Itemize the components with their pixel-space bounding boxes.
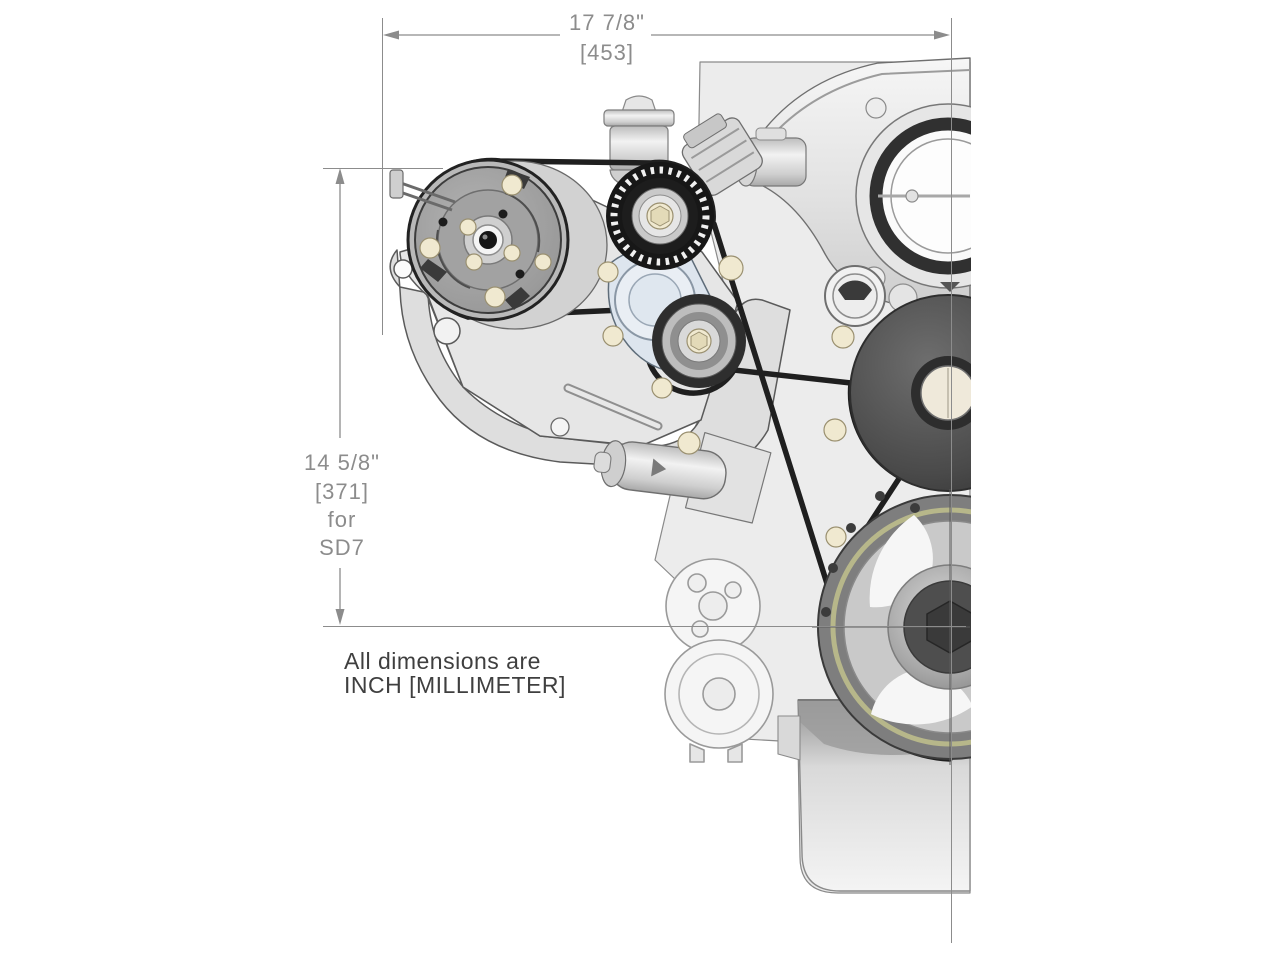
arrow-left <box>383 30 399 40</box>
arrow-down <box>335 609 345 625</box>
smooth-idler-pulley <box>652 294 746 388</box>
oil-pump-lineart <box>664 558 774 763</box>
width-dim-inch: 17 7/8" <box>569 10 645 35</box>
drawing-note: All dimensions are INCH [MILLIMETER] <box>344 648 566 698</box>
ac-compressor-clutch <box>406 158 608 330</box>
bracket-hole <box>433 317 461 345</box>
water-outlet <box>593 431 772 524</box>
compressor-fittings <box>389 169 456 212</box>
bracket-hole <box>550 417 570 437</box>
arrow-up <box>335 168 345 184</box>
sensor-assembly <box>681 113 763 196</box>
water-pump-inlet <box>824 265 918 327</box>
width-dim-mm: [453] <box>580 40 634 65</box>
clutch-bolts <box>419 174 552 308</box>
balancer-holes <box>821 491 920 617</box>
water-pump-pulley <box>849 294 971 492</box>
height-dim-model: SD7 <box>319 535 365 560</box>
dimension-arrows <box>335 30 950 625</box>
height-dim-inch: 14 5/8" <box>304 450 380 475</box>
dipstick-tube <box>563 383 663 431</box>
height-dim-for: for <box>328 507 357 532</box>
dimension-annotations <box>323 18 966 943</box>
height-dim-mm: [371] <box>315 479 369 504</box>
arrow-right <box>934 30 950 40</box>
note-line-2: INCH [MILLIMETER] <box>344 672 566 698</box>
dimension-labels: 17 7/8" [453] 14 5/8" [371] for SD7 <box>304 10 645 560</box>
note-line-1: All dimensions are <box>344 648 541 674</box>
bracket-hole <box>393 259 413 279</box>
ribbed-idler-pulley <box>606 162 714 270</box>
engine-artwork <box>389 57 971 894</box>
misc-bolts <box>597 255 855 548</box>
